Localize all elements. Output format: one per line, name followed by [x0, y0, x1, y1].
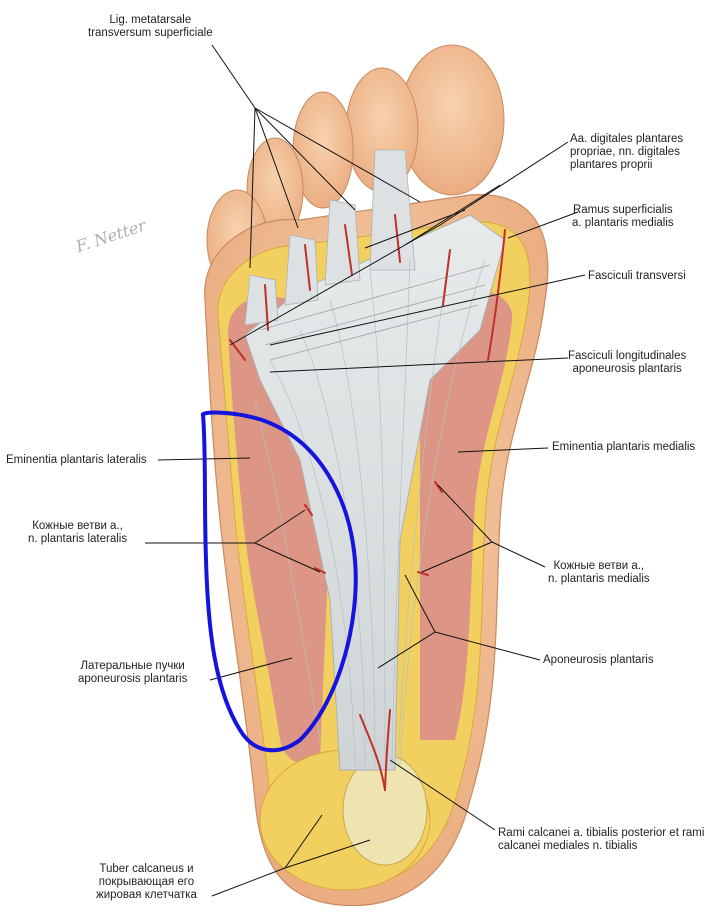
label-fasciculi-transversi: Fasciculi transversi	[588, 270, 686, 282]
label-aponeurosis-plantaris: Aponeurosis plantaris	[543, 654, 654, 666]
blue-highlight-outline	[200, 410, 358, 753]
vessels	[229, 214, 506, 791]
label-lig-metatarsale: Lig. metatarsale transversum superficial…	[88, 14, 213, 39]
leader-lines	[145, 44, 586, 897]
aponeurosis-shape	[244, 214, 506, 771]
label-kozhnye-lateralis: Кожные ветви а., n. plantaris lateralis	[28, 520, 128, 545]
label-eminentia-medialis: Eminentia plantaris medialis	[552, 441, 696, 453]
label-aa-digitales: Aa. digitales plantares propriae, nn. di…	[570, 133, 684, 171]
label-eminentia-lateralis: Eminentia plantaris lateralis	[6, 454, 147, 466]
label-lateralnye-puchki: Латеральные пучки aponeurosis plantaris	[78, 660, 188, 685]
label-rami-calcanei: Rami calcanei a. tibialis posterior et r…	[498, 827, 705, 852]
label-fasciculi-longitudinales: Fasciculi longitudinales aponeurosis pla…	[568, 350, 687, 375]
label-ramus-superficialis: Ramus superficialis a. plantaris mediali…	[572, 204, 674, 229]
artist-signature: F. Netter	[73, 215, 150, 256]
label-tuber-calcaneus: Tuber calcaneus и покрывающая его жирова…	[96, 863, 197, 901]
transverse-fasciculi	[259, 264, 491, 361]
label-kozhnye-medialis: Кожные ветви а., n. plantaris medialis	[548, 560, 650, 585]
